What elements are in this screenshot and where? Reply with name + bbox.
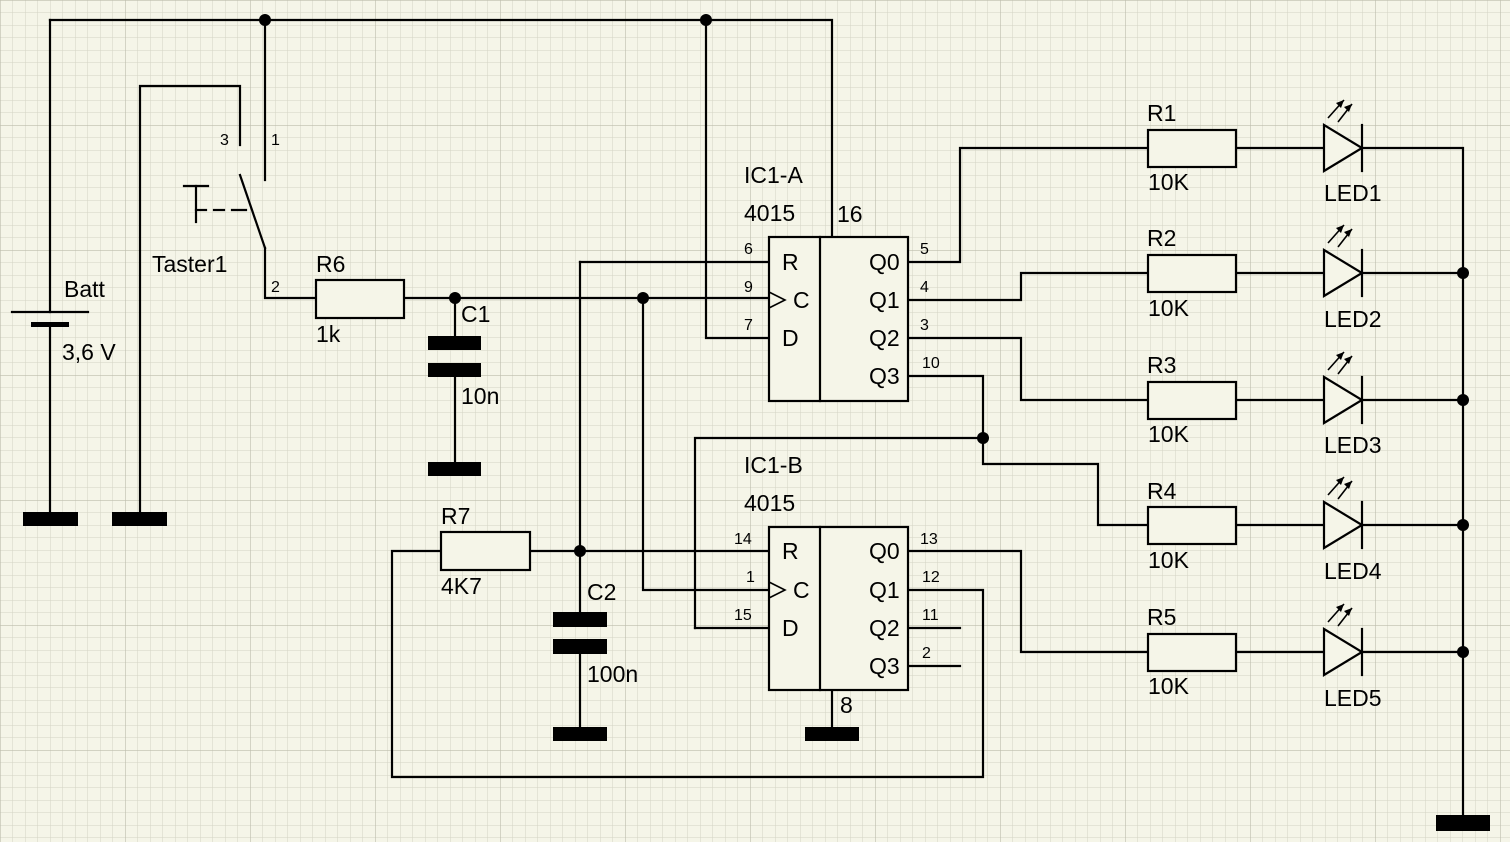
battery-voltage: 3,6 V — [62, 339, 116, 365]
resistor-r3: R3 10K — [1146, 352, 1238, 447]
r6-value: 1k — [316, 321, 341, 347]
ic-b-pin-r: 14 — [734, 531, 752, 548]
ic-b-label-c: C — [793, 577, 810, 603]
ic-b-label-q0: Q0 — [869, 538, 900, 564]
ic-a-label-q0: Q0 — [869, 249, 900, 275]
ic-a-name: IC1-A — [744, 162, 803, 188]
led1-label: LED1 — [1324, 180, 1382, 206]
r6-name: R6 — [316, 251, 345, 277]
r4-name: R4 — [1147, 478, 1177, 504]
ic1-a: IC1-A 4015 16 R C D Q0 Q1 Q2 Q3 6 9 7 5 … — [744, 162, 940, 403]
c1-value: 10n — [461, 383, 499, 409]
led-1: LED1 — [1322, 99, 1382, 206]
switch-pin-3: 3 — [220, 132, 229, 149]
ic-b-name: IC1-B — [744, 452, 803, 478]
c2-value: 100n — [587, 661, 638, 687]
ic-b-label-q3: Q3 — [869, 653, 900, 679]
ic-a-label-q2: Q2 — [869, 325, 900, 351]
r2-value: 10K — [1148, 295, 1190, 321]
ic-b-label-d: D — [782, 615, 799, 641]
r4-value: 10K — [1148, 547, 1190, 573]
c1-name: C1 — [461, 301, 490, 327]
led-5: LED5 — [1322, 603, 1382, 711]
ic-a-pin-q0: 5 — [920, 241, 929, 258]
led3-label: LED3 — [1324, 432, 1382, 458]
ic-a-label-q1: Q1 — [869, 287, 900, 313]
ic-a-vcc-pin: 16 — [837, 201, 863, 227]
ic-a-pin-r: 6 — [744, 241, 753, 258]
battery: Batt 3,6 V — [10, 276, 116, 365]
ic-b-pin-q1: 12 — [922, 569, 940, 586]
r5-value: 10K — [1148, 673, 1190, 699]
led2-label: LED2 — [1324, 306, 1382, 332]
ic-b-label-r: R — [782, 538, 799, 564]
r1-value: 10K — [1148, 169, 1190, 195]
ic-a-label-d: D — [782, 325, 799, 351]
ic-b-gnd-pin: 8 — [840, 692, 853, 718]
ic-a-pin-d: 7 — [744, 317, 753, 334]
ic-b-label-q2: Q2 — [869, 615, 900, 641]
led-3: LED3 — [1322, 351, 1382, 458]
capacitor-c1: C1 10n — [428, 301, 499, 409]
ic-a-label-c: C — [793, 287, 810, 313]
ic-b-part: 4015 — [744, 490, 795, 516]
ic-b-pin-q3: 2 — [922, 645, 931, 662]
push-button-switch: 3 1 2 Taster1 — [152, 132, 280, 296]
c2-name: C2 — [587, 579, 616, 605]
led4-label: LED4 — [1324, 558, 1382, 584]
switch-pin-1: 1 — [271, 132, 280, 149]
ic-a-pin-q3: 10 — [922, 355, 940, 372]
ic-a-label-q3: Q3 — [869, 363, 900, 389]
ic1-b: IC1-B 4015 8 R C D Q0 Q1 Q2 Q3 14 1 15 1… — [734, 452, 940, 718]
ic-b-label-q1: Q1 — [869, 577, 900, 603]
battery-label: Batt — [64, 276, 106, 302]
r2-name: R2 — [1147, 225, 1176, 251]
junctions — [259, 14, 1469, 658]
r7-name: R7 — [441, 503, 470, 529]
ic-b-pin-q0: 13 — [920, 531, 938, 548]
led5-label: LED5 — [1324, 685, 1382, 711]
resistor-r2: R2 10K — [1146, 225, 1238, 321]
led-2: LED2 — [1322, 224, 1382, 332]
switch-pin-2: 2 — [271, 279, 280, 296]
resistor-r4: R4 10K — [1146, 478, 1238, 573]
r1-name: R1 — [1147, 100, 1176, 126]
ic-b-pin-c: 1 — [746, 569, 755, 586]
r3-value: 10K — [1148, 421, 1190, 447]
ic-a-label-r: R — [782, 249, 799, 275]
ic-a-pin-q2: 3 — [920, 317, 929, 334]
resistor-r1: R1 10K — [1146, 100, 1238, 195]
switch-label: Taster1 — [152, 251, 227, 277]
ic-b-pin-q2: 11 — [922, 607, 939, 624]
r3-name: R3 — [1147, 352, 1176, 378]
ic-b-pin-d: 15 — [734, 607, 752, 624]
r5-name: R5 — [1147, 604, 1176, 630]
resistor-r7: R7 4K7 — [439, 503, 532, 599]
led-4: LED4 — [1322, 476, 1382, 584]
ground-symbols — [23, 462, 1490, 831]
wires — [48, 18, 1465, 822]
r7-value: 4K7 — [441, 573, 482, 599]
resistor-r6: R6 1k — [314, 251, 406, 347]
resistor-r5: R5 10K — [1146, 604, 1238, 699]
capacitor-c2: C2 100n — [553, 579, 638, 687]
ic-a-pin-q1: 4 — [920, 279, 929, 296]
ic-a-pin-c: 9 — [744, 279, 753, 296]
ic-a-part: 4015 — [744, 200, 795, 226]
